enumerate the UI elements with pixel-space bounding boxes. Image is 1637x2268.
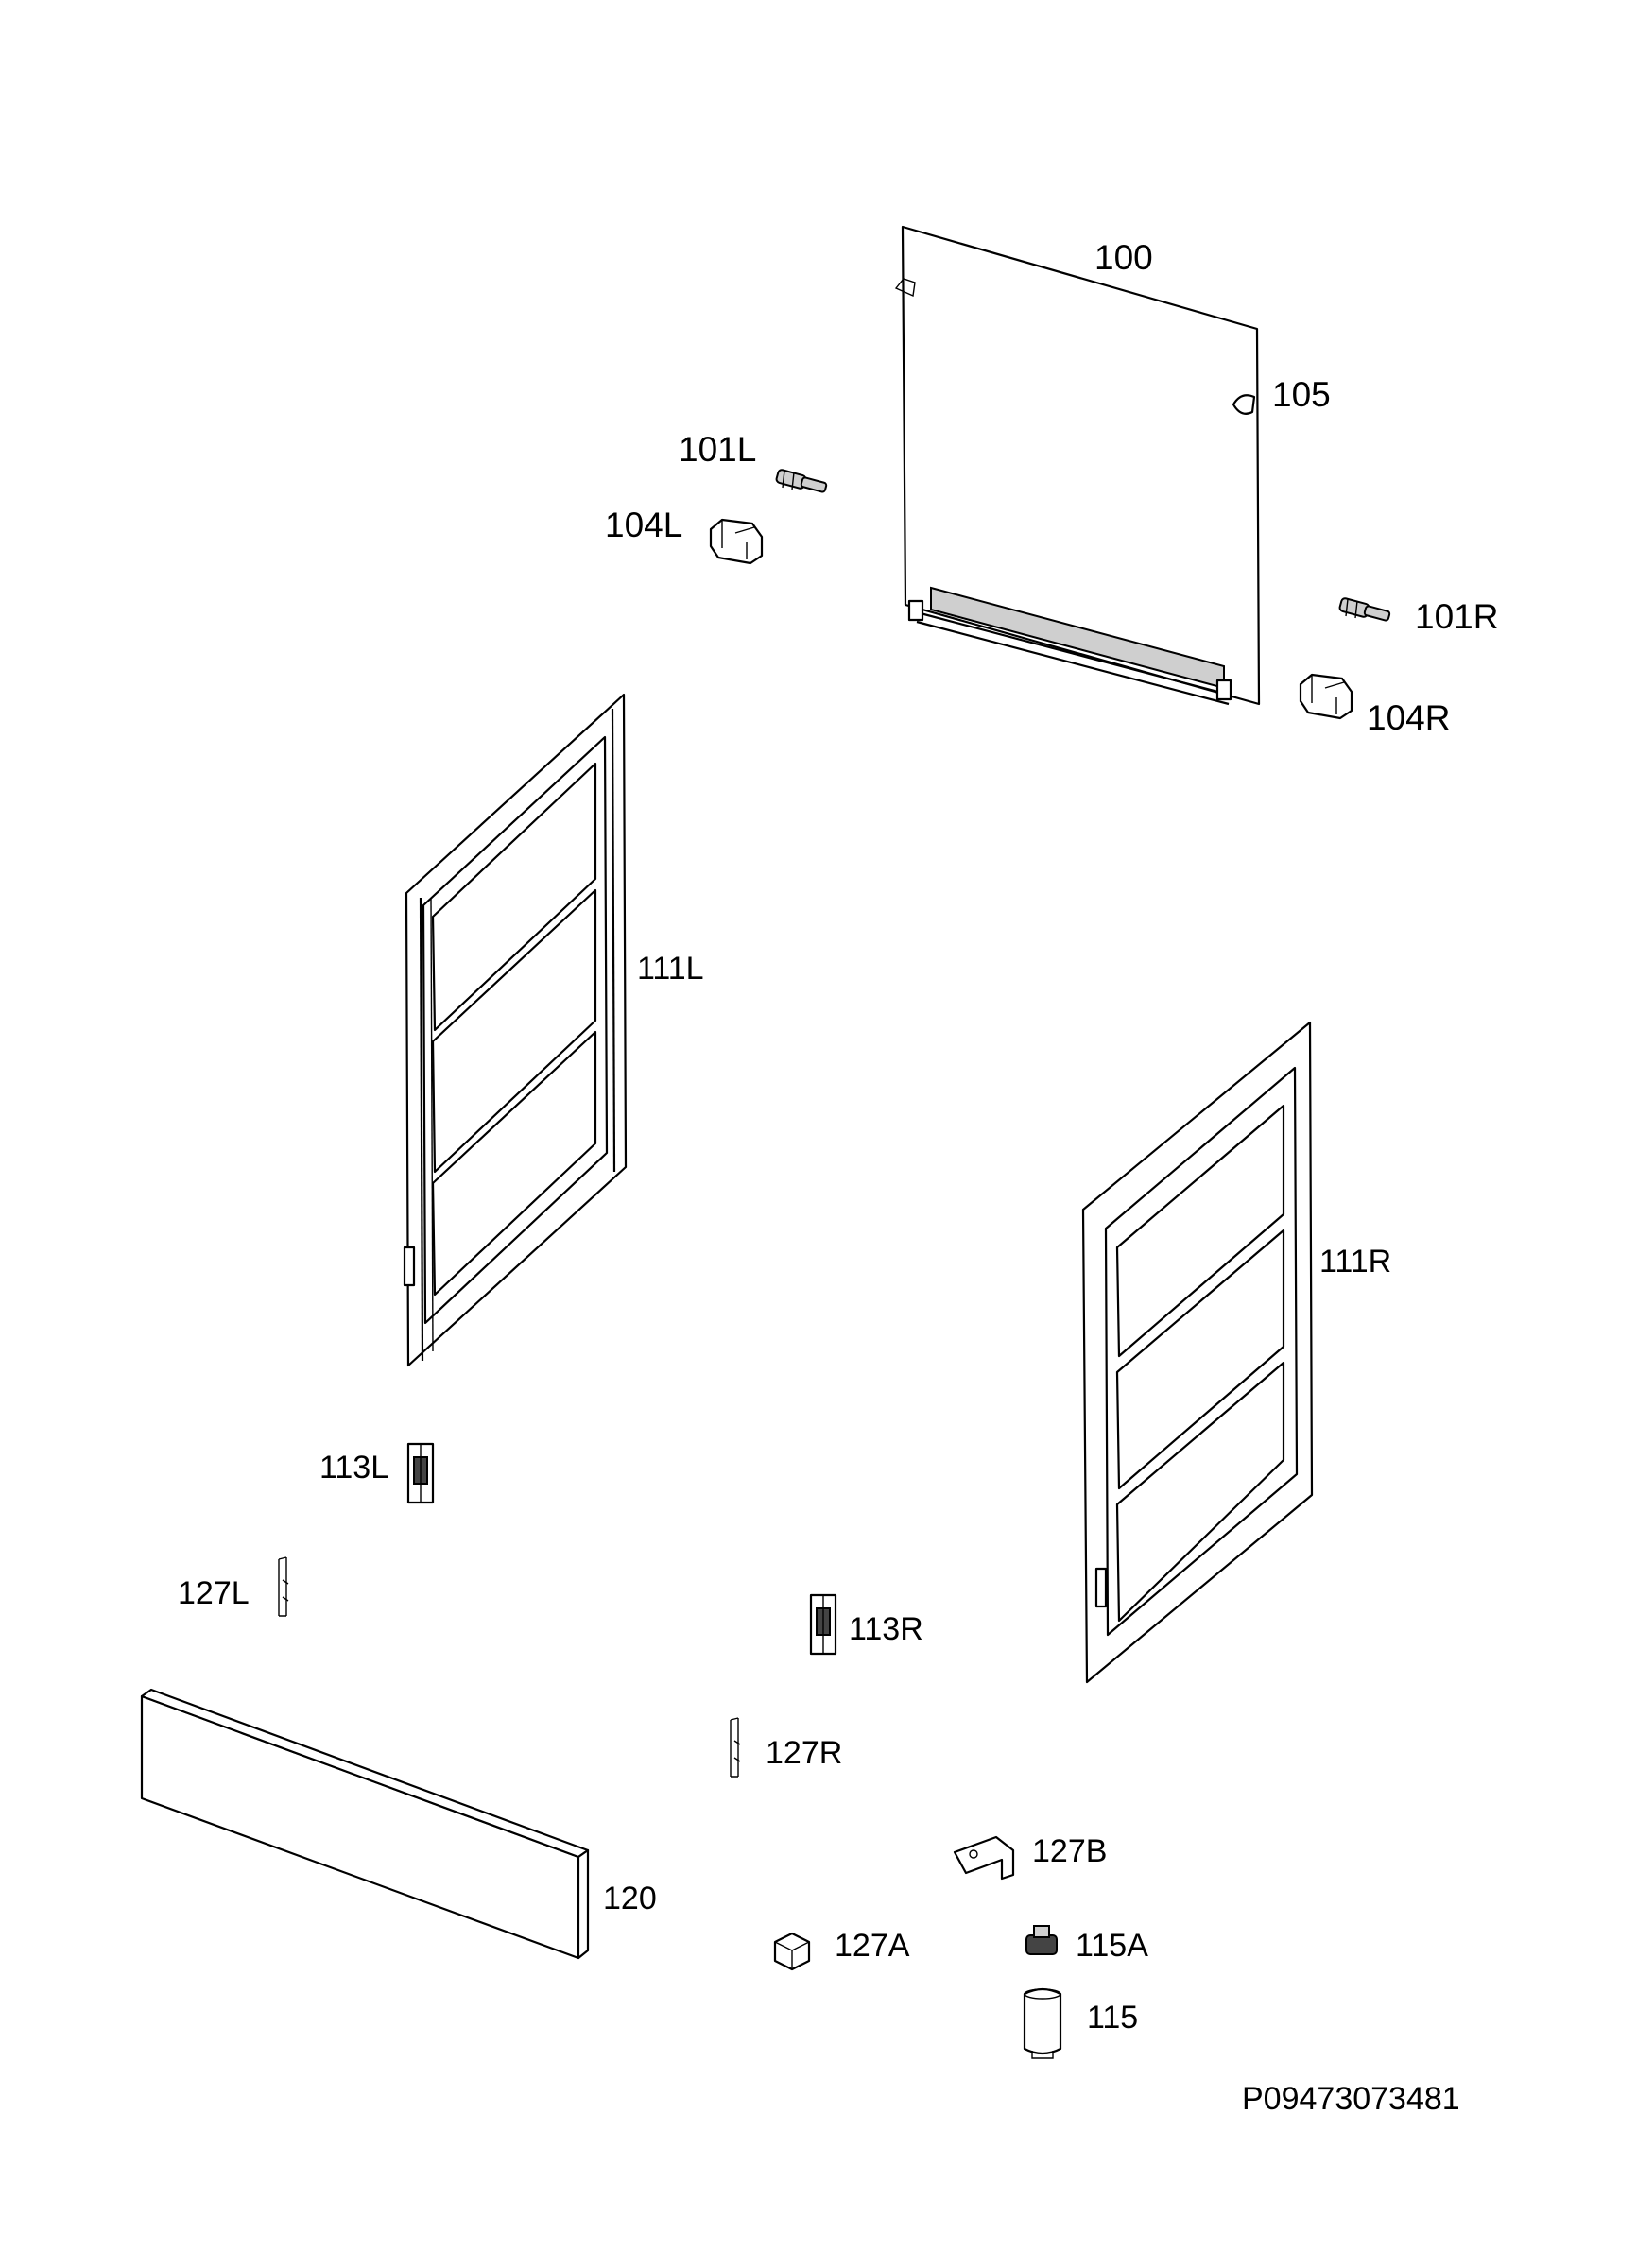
part-104L-block[interactable] [709,518,764,565]
part-111R-right-frame[interactable] [1081,1021,1314,1684]
part-105-clip[interactable] [1232,394,1256,415]
label-127B: 127B [1032,1833,1107,1869]
part-120-plinth[interactable] [140,1688,590,1960]
part-113L-hinge[interactable] [406,1442,435,1504]
part-101R-pin[interactable] [1338,597,1391,622]
label-127R: 127R [766,1735,842,1771]
label-104L: 104L [605,506,682,544]
label-115A: 115A [1076,1928,1148,1964]
label-101R: 101R [1415,597,1498,636]
label-101L: 101L [679,430,756,469]
part-127A-cube[interactable] [773,1932,811,1971]
label-115: 115 [1087,2000,1138,2036]
label-105: 105 [1272,375,1331,414]
part-104R-block[interactable] [1299,673,1353,720]
label-127L: 127L [178,1575,250,1611]
label-104R: 104R [1367,698,1450,737]
label-111L: 111L [637,951,704,987]
part-127B-bracket[interactable] [953,1835,1015,1881]
part-113R-hinge[interactable] [809,1593,837,1656]
label-113R: 113R [849,1611,923,1647]
reference-code: P09473073481 [1242,2081,1460,2117]
part-111L-left-frame[interactable] [403,693,628,1367]
label-113L: 113L [319,1450,388,1486]
label-127A: 127A [835,1928,910,1964]
label-120: 120 [603,1881,657,1916]
part-115A-foot-cap[interactable] [1025,1925,1058,1955]
part-101L-pin[interactable] [775,469,828,493]
part-115-foot[interactable] [1023,1987,1062,2059]
label-111R: 111R [1319,1244,1391,1280]
part-127L-strip[interactable] [278,1556,289,1617]
part-127R-strip[interactable] [730,1717,741,1778]
label-100: 100 [1094,238,1153,277]
part-100-back-panel[interactable] [894,225,1261,706]
